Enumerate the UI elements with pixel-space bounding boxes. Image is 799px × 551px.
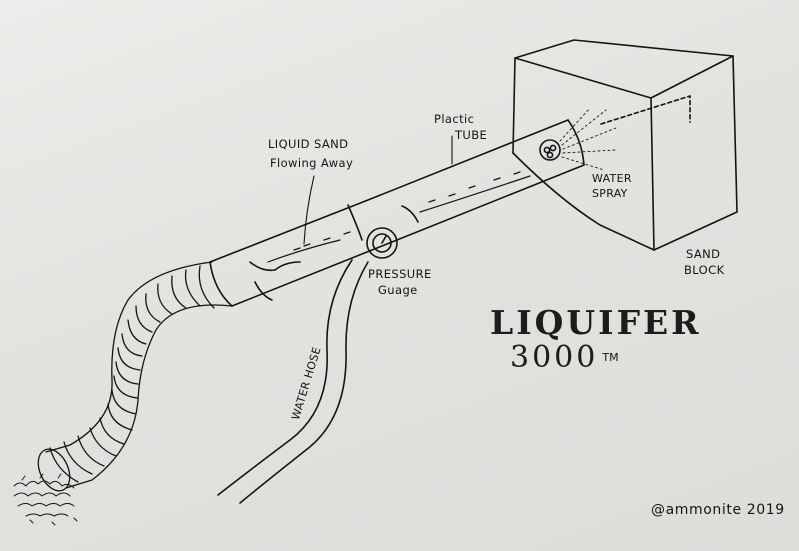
sand-block xyxy=(512,39,738,251)
water-label: WATER xyxy=(592,172,632,185)
plactic-label: Plactic xyxy=(434,112,475,126)
pointer-lines xyxy=(303,135,453,245)
water-hose xyxy=(217,259,369,504)
liquid-sand-label: LIQUID SAND xyxy=(268,137,349,151)
guage-label: Guage xyxy=(378,283,418,297)
sand-pile xyxy=(13,473,78,526)
corrugated-hose xyxy=(37,261,233,492)
spray-label: SPRAY xyxy=(592,187,628,200)
tube-label: TUBE xyxy=(455,128,488,142)
sand-label: SAND xyxy=(686,247,721,261)
signature: @ammonite 2019 xyxy=(651,502,785,518)
title-liquifer: LIQUIFER xyxy=(490,303,702,342)
water-spray xyxy=(559,107,617,171)
title-3000: 3000 xyxy=(510,340,599,375)
pressure-label: PRESSURE xyxy=(368,267,432,281)
trademark-mark: TM xyxy=(602,350,619,364)
nozzle xyxy=(539,139,561,161)
pressure-gauge xyxy=(366,227,398,259)
liquid-sand-flow xyxy=(267,171,531,263)
flowing-away-label: Flowing Away xyxy=(270,156,354,170)
block-label: BLOCK xyxy=(684,263,725,277)
plastic-tube xyxy=(209,119,585,307)
